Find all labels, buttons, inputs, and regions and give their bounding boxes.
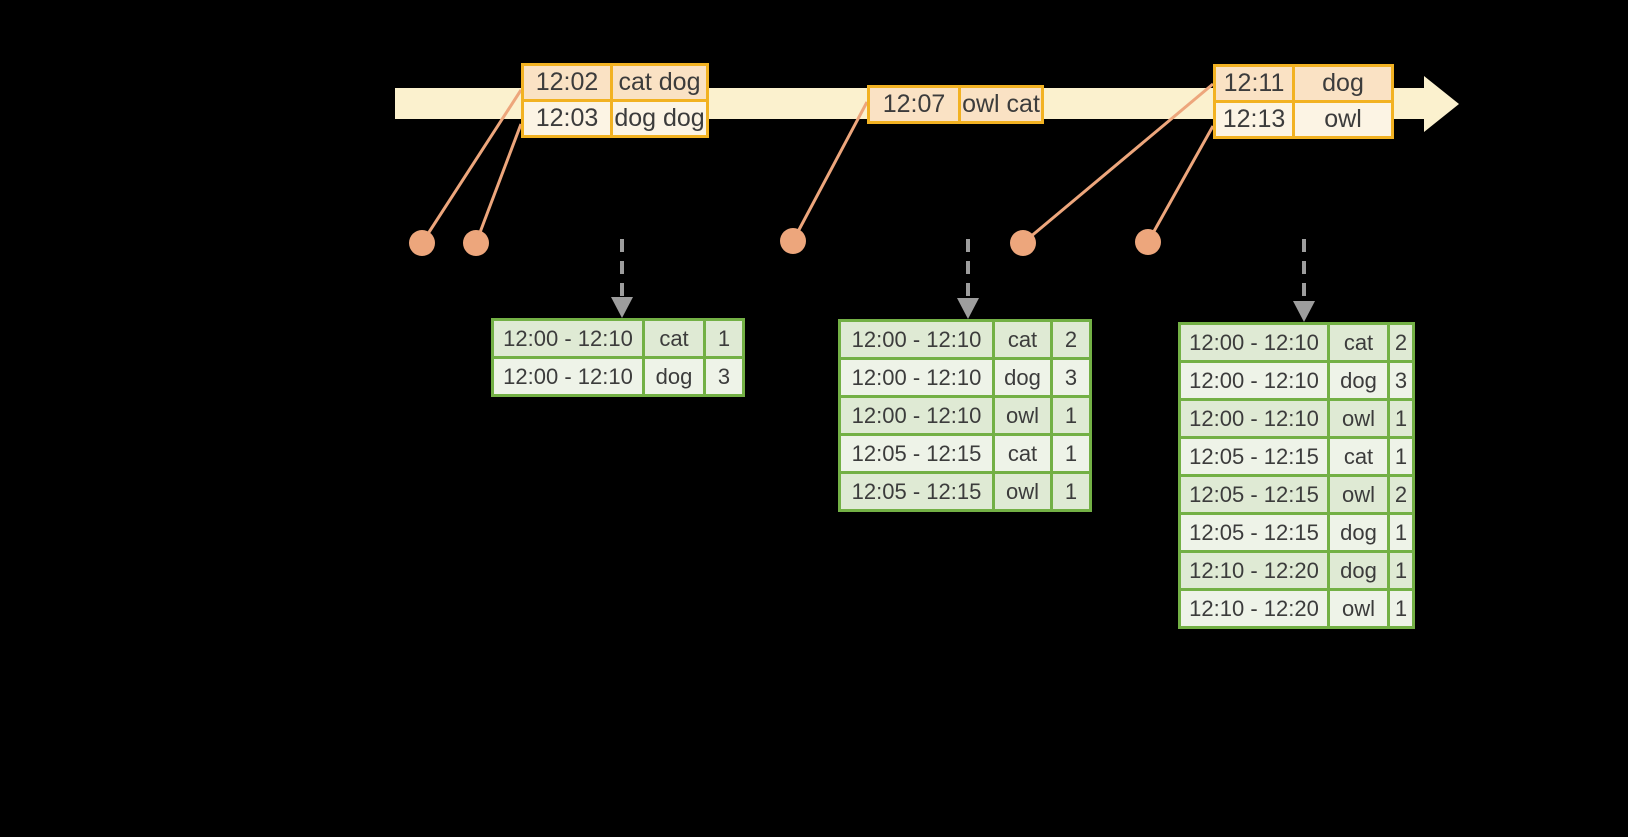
count-cell: 2 bbox=[1053, 322, 1089, 357]
trigger-arrowhead-icon bbox=[611, 297, 633, 318]
trigger-arrow-2 bbox=[957, 239, 979, 319]
event-words-cell: cat dog bbox=[613, 66, 706, 99]
event-words-cell: owl cat bbox=[961, 88, 1041, 121]
event-words-cell: dog bbox=[1295, 67, 1391, 100]
event-connector-line-1 bbox=[420, 89, 523, 244]
window-cell: 12:05 - 12:15 bbox=[841, 474, 992, 509]
count-cell: 1 bbox=[1390, 515, 1412, 550]
event-time-cell: 12:07 bbox=[870, 88, 958, 121]
word-cell: dog bbox=[995, 360, 1050, 395]
event-words-cell: dog dog bbox=[613, 102, 706, 135]
count-cell: 2 bbox=[1390, 477, 1412, 512]
event-connector-line-2 bbox=[474, 123, 523, 244]
word-cell: cat bbox=[645, 321, 703, 356]
count-cell: 1 bbox=[1053, 474, 1089, 509]
window-cell: 12:00 - 12:10 bbox=[1181, 325, 1327, 360]
count-cell: 2 bbox=[1390, 325, 1412, 360]
word-cell: owl bbox=[1330, 401, 1387, 436]
word-cell: owl bbox=[995, 474, 1050, 509]
window-cell: 12:05 - 12:15 bbox=[1181, 439, 1327, 474]
word-cell: cat bbox=[995, 322, 1050, 357]
count-cell: 1 bbox=[1390, 439, 1412, 474]
word-cell: dog bbox=[1330, 363, 1387, 398]
word-cell: dog bbox=[1330, 553, 1387, 588]
trigger-arrowhead-icon bbox=[1293, 301, 1315, 322]
event-dot-4 bbox=[1010, 230, 1036, 256]
word-cell: dog bbox=[1330, 515, 1387, 550]
window-cell: 12:00 - 12:10 bbox=[841, 398, 992, 433]
count-cell: 1 bbox=[1390, 401, 1412, 436]
word-cell: dog bbox=[645, 359, 703, 394]
event-time-cell: 12:13 bbox=[1216, 103, 1292, 136]
window-cell: 12:00 - 12:10 bbox=[1181, 363, 1327, 398]
window-cell: 12:00 - 12:10 bbox=[1181, 401, 1327, 436]
count-cell: 3 bbox=[706, 359, 742, 394]
trigger-arrowhead-icon bbox=[957, 298, 979, 319]
event-connector-line-5 bbox=[1146, 125, 1215, 243]
event-connector-line-4 bbox=[1022, 82, 1214, 245]
word-cell: cat bbox=[995, 436, 1050, 471]
count-cell: 1 bbox=[1390, 591, 1412, 626]
count-cell: 1 bbox=[1053, 436, 1089, 471]
window-cell: 12:05 - 12:15 bbox=[1181, 515, 1327, 550]
event-time-cell: 12:11 bbox=[1216, 67, 1292, 100]
timeline-arrowhead-icon bbox=[1424, 76, 1459, 132]
event-time-cell: 12:03 bbox=[524, 102, 610, 135]
count-cell: 1 bbox=[706, 321, 742, 356]
event-words-cell: owl bbox=[1295, 103, 1391, 136]
word-cell: owl bbox=[1330, 477, 1387, 512]
count-cell: 3 bbox=[1053, 360, 1089, 395]
event-time-cell: 12:02 bbox=[524, 66, 610, 99]
window-cell: 12:05 - 12:15 bbox=[841, 436, 992, 471]
event-dot-3 bbox=[780, 228, 806, 254]
window-cell: 12:00 - 12:10 bbox=[494, 359, 642, 394]
count-cell: 1 bbox=[1053, 398, 1089, 433]
count-cell: 1 bbox=[1390, 553, 1412, 588]
window-cell: 12:00 - 12:10 bbox=[841, 322, 992, 357]
trigger-arrow-1 bbox=[611, 239, 633, 318]
window-cell: 12:00 - 12:10 bbox=[841, 360, 992, 395]
window-cell: 12:05 - 12:15 bbox=[1181, 477, 1327, 512]
word-cell: cat bbox=[1330, 439, 1387, 474]
word-cell: cat bbox=[1330, 325, 1387, 360]
trigger-arrow-3 bbox=[1293, 239, 1315, 322]
word-cell: owl bbox=[1330, 591, 1387, 626]
window-cell: 12:10 - 12:20 bbox=[1181, 553, 1327, 588]
count-cell: 3 bbox=[1390, 363, 1412, 398]
event-dot-5 bbox=[1135, 229, 1161, 255]
event-dot-1 bbox=[409, 230, 435, 256]
window-cell: 12:10 - 12:20 bbox=[1181, 591, 1327, 626]
event-dot-2 bbox=[463, 230, 489, 256]
word-cell: owl bbox=[995, 398, 1050, 433]
event-connector-line-3 bbox=[791, 101, 869, 242]
window-cell: 12:00 - 12:10 bbox=[494, 321, 642, 356]
